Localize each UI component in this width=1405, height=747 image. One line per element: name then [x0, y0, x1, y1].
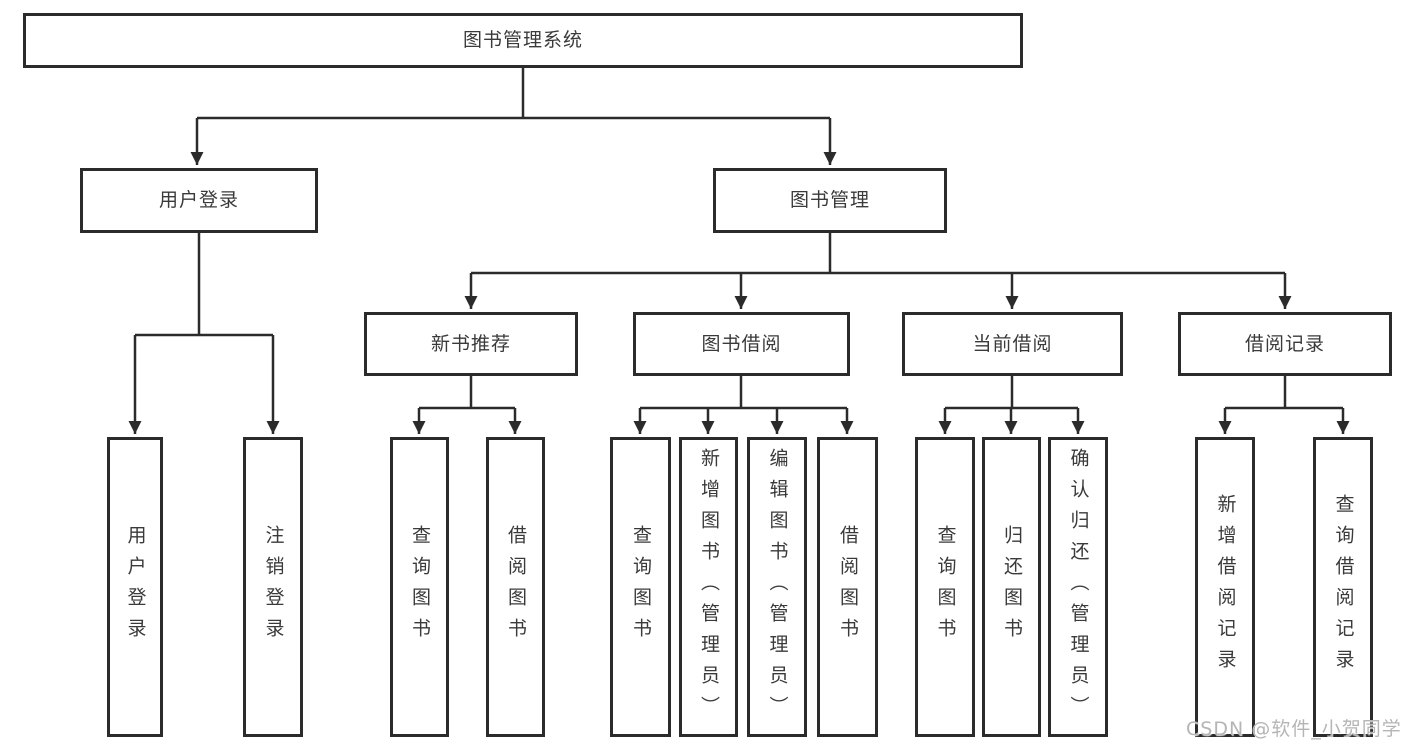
leaf-recommend-query-book: 查询图书: [390, 437, 449, 737]
leaf-current-query-book-label: 查询图书: [934, 525, 957, 649]
leaf-borrow-query-book: 查询图书: [610, 437, 671, 737]
node-current-borrow-label: 当前借阅: [972, 332, 1053, 355]
leaf-recommend-borrow-book: 借阅图书: [486, 437, 545, 737]
node-book-borrow: 图书借阅: [633, 312, 850, 376]
leaf-user-login-label: 用户登录: [124, 525, 147, 649]
leaf-return-book-label: 归还图书: [1001, 525, 1023, 649]
node-book-manage-branch: 图书管理: [713, 168, 947, 233]
leaf-confirm-return-admin-label: 确认归还（管理员）: [1067, 447, 1090, 727]
leaf-return-book: 归还图书: [982, 437, 1041, 737]
leaf-logout: 注销登录: [243, 437, 303, 737]
leaf-add-borrow-record-label: 新增借阅记录: [1214, 494, 1237, 680]
leaf-current-query-book: 查询图书: [915, 437, 975, 737]
leaf-edit-book-admin: 编辑图书（管理员）: [747, 437, 807, 737]
leaf-borrow-book-label: 借阅图书: [837, 525, 859, 649]
node-root-system: 图书管理系统: [23, 13, 1023, 68]
node-user-login-branch: 用户登录: [80, 168, 318, 233]
leaf-recommend-borrow-book-label: 借阅图书: [505, 525, 527, 649]
node-borrow-record: 借阅记录: [1178, 312, 1392, 376]
leaf-add-borrow-record: 新增借阅记录: [1195, 437, 1255, 737]
leaf-add-book-admin-label: 新增图书（管理员）: [698, 447, 720, 727]
leaf-borrow-book: 借阅图书: [817, 437, 878, 737]
leaf-query-borrow-record: 查询借阅记录: [1313, 437, 1373, 737]
node-new-book-recommend-label: 新书推荐: [430, 332, 511, 355]
node-borrow-record-label: 借阅记录: [1244, 332, 1325, 355]
csdn-watermark: CSDN @软件_小贺同学: [1186, 718, 1402, 740]
leaf-recommend-query-book-label: 查询图书: [409, 525, 431, 649]
leaf-add-book-admin: 新增图书（管理员）: [679, 437, 738, 737]
leaf-user-login: 用户登录: [107, 437, 163, 737]
node-new-book-recommend: 新书推荐: [364, 312, 578, 376]
node-current-borrow: 当前借阅: [902, 312, 1123, 376]
node-book-borrow-label: 图书借阅: [701, 332, 782, 355]
leaf-query-borrow-record-label: 查询借阅记录: [1332, 494, 1355, 680]
leaf-borrow-query-book-label: 查询图书: [630, 525, 652, 649]
leaf-logout-label: 注销登录: [262, 525, 285, 649]
leaf-edit-book-admin-label: 编辑图书（管理员）: [766, 447, 789, 727]
node-user-login-branch-label: 用户登录: [158, 189, 239, 211]
node-book-manage-branch-label: 图书管理: [789, 189, 870, 211]
leaf-confirm-return-admin: 确认归还（管理员）: [1048, 437, 1108, 737]
node-root-label: 图书管理系统: [462, 29, 583, 51]
